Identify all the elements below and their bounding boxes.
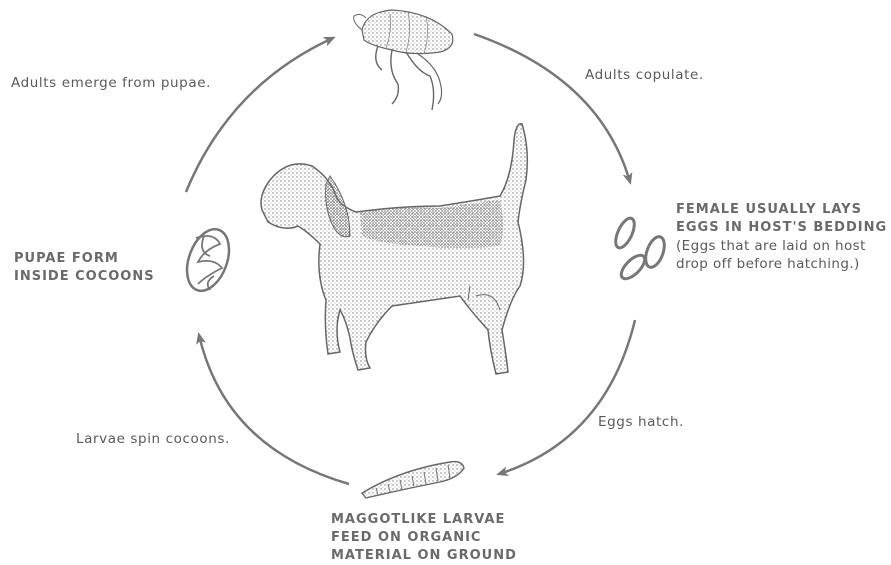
female-note-line: (Eggs that are laid on host	[676, 237, 887, 255]
eggs-illustration	[612, 216, 668, 283]
female-stage-label: FEMALE USUALLY LAYS EGGS IN HOST'S BEDDI…	[676, 201, 887, 273]
larvae-line: FEED ON ORGANIC	[331, 529, 517, 547]
adults-emerge-label: Adults emerge from pupae.	[11, 75, 211, 91]
pupae-line: INSIDE COCOONS	[14, 268, 155, 286]
arrow-to-larva	[499, 320, 635, 474]
female-note-line: drop off before hatching.)	[676, 255, 887, 273]
larvae-line: MATERIAL ON GROUND	[331, 547, 517, 565]
pupae-line: PUPAE FORM	[14, 250, 155, 268]
female-line: EGGS IN HOST'S BEDDING	[676, 219, 887, 237]
larvae-stage-label: MAGGOTLIKE LARVAE FEED ON ORGANIC MATERI…	[331, 511, 517, 565]
eggs-hatch-label: Eggs hatch.	[598, 414, 684, 430]
arrow-to-pupa	[199, 335, 349, 484]
adults-copulate-label: Adults copulate.	[585, 67, 704, 83]
female-line: FEMALE USUALLY LAYS	[676, 201, 887, 219]
larvae-line: MAGGOTLIKE LARVAE	[331, 511, 517, 529]
larva-illustration	[362, 462, 464, 498]
dog-illustration	[261, 124, 527, 374]
arrow-to-eggs	[474, 34, 630, 182]
pupae-stage-label: PUPAE FORM INSIDE COCOONS	[14, 250, 155, 286]
larvae-spin-label: Larvae spin cocoons.	[76, 431, 230, 447]
adult-flea-illustration	[354, 10, 453, 110]
pupa-cocoon-illustration	[179, 223, 237, 296]
